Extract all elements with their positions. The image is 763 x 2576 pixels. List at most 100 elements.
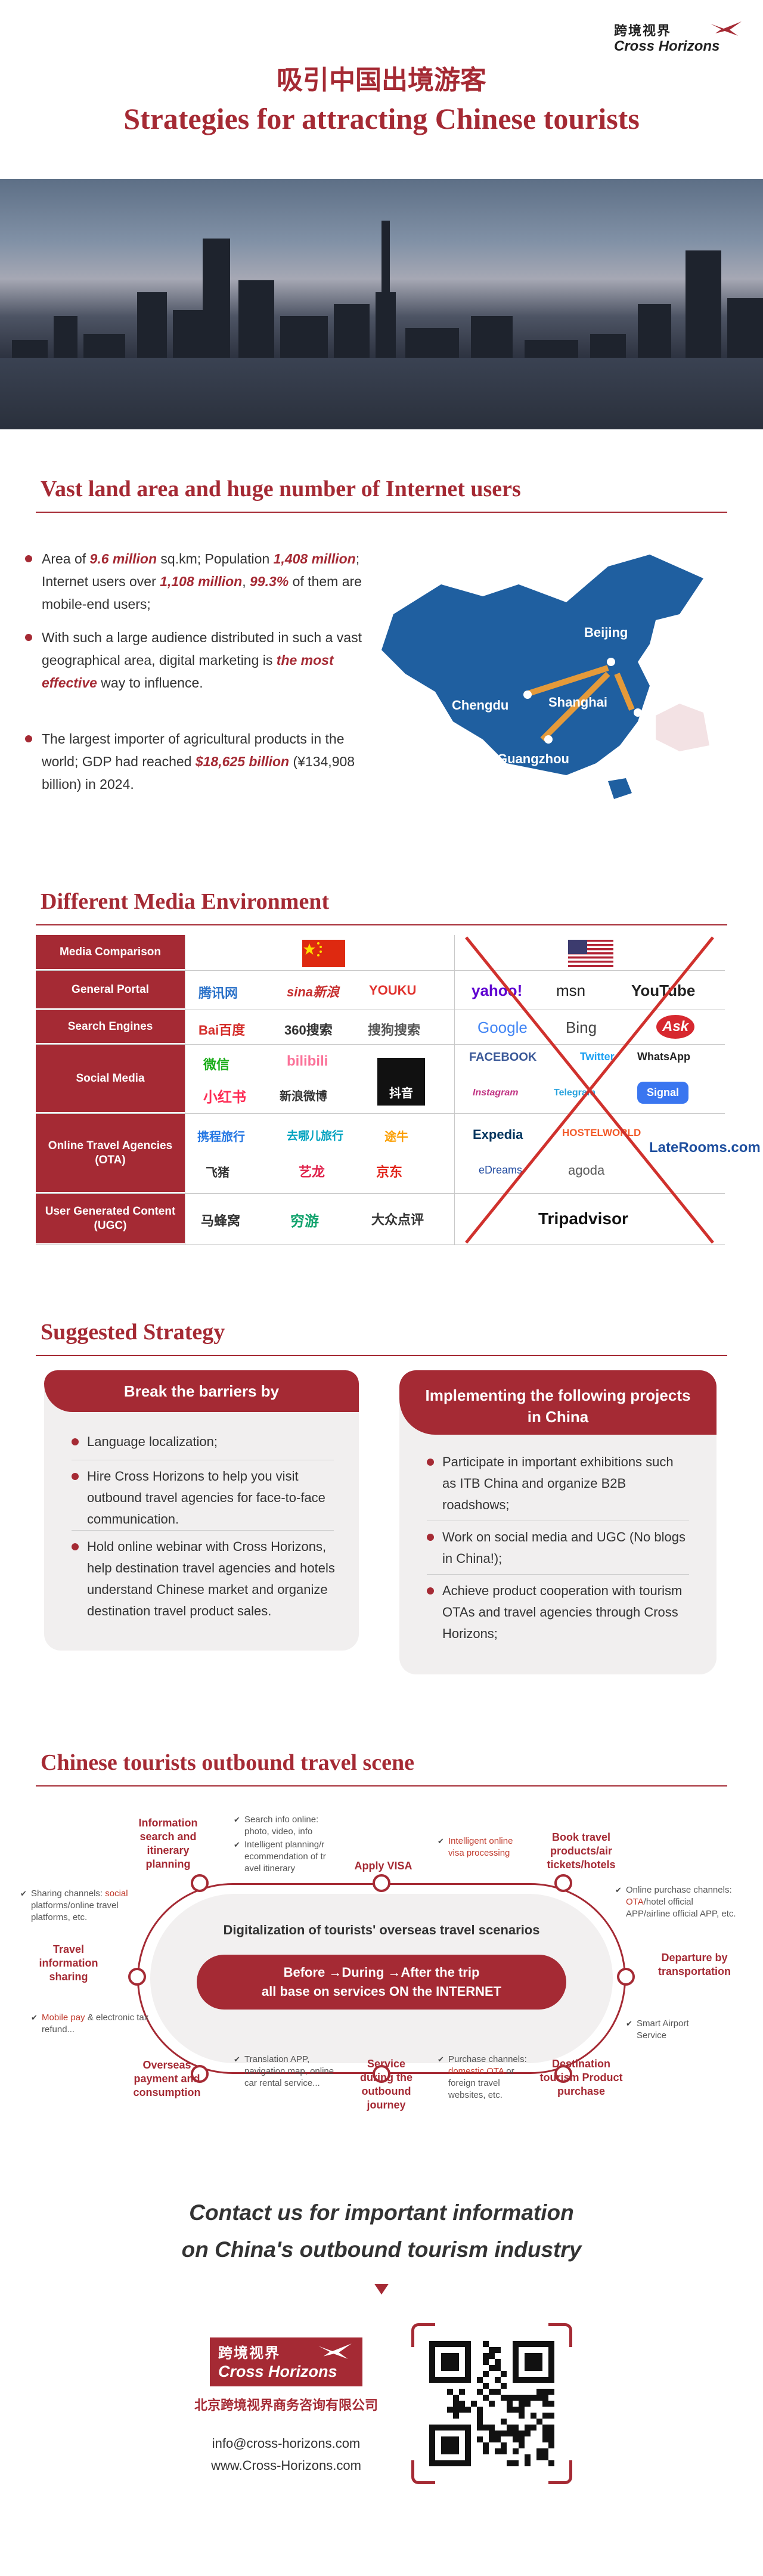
table-row: General Portal 腾讯网 sina新浪 YOUKU yahoo! m… [36, 971, 725, 1010]
tripadvisor-logo: Tripadvisor [538, 1209, 628, 1228]
cross-out-mark [465, 936, 714, 1244]
section-title-media: Different Media Environment [41, 889, 330, 914]
brand-logo: 跨境视界 Cross Horizons [614, 19, 745, 61]
scenario-title: Digitalization of tourists' overseas tra… [223, 1922, 540, 1937]
usa-column-header [454, 935, 725, 970]
row-header: General Portal [36, 971, 185, 1010]
stage-info-search: Information search and itinerary plannin… [138, 1817, 198, 1870]
note-info-1: Search info online: photo, video, info [234, 1814, 340, 1838]
table-row: User Generated Content (UGC) 马蜂窝 穷游 大众点评… [36, 1194, 725, 1245]
qr-code[interactable] [429, 2341, 554, 2466]
fact-text: way to influence. [97, 675, 203, 691]
brand-logo-cn: 跨境视界 [614, 24, 672, 39]
fact-text: sq.km; Population [157, 551, 274, 566]
fact-text: The largest importer of agricultural pro… [42, 731, 345, 769]
strategy-card-heading: Break the barriers by [44, 1370, 359, 1412]
weibo-logo: 新浪微博 [280, 1090, 327, 1103]
city-label-shanghai: Shanghai [548, 695, 608, 710]
stage-overseas-payment: Overseas payment and consumption [133, 2059, 201, 2098]
item-divider [427, 1574, 689, 1575]
instagram-logo: Instagram [473, 1088, 519, 1098]
usa-cell: Google Bing Ask [454, 1010, 725, 1044]
fact-bullet-audience: With such a large audience distributed i… [25, 626, 364, 694]
qyer-logo: 穷游 [290, 1213, 319, 1230]
strategy-item: Hold online webinar with Cross Horizons,… [72, 1536, 337, 1622]
mafengwo-logo: 马蜂窝 [201, 1213, 241, 1228]
internet-services-pill: Before →During →After the trip all base … [197, 1955, 566, 2010]
fact-text: Area of [42, 551, 90, 566]
whatsapp-logo: WhatsApp [637, 1051, 690, 1063]
fact-text: ; Internet users over [42, 551, 360, 589]
contact-logo: 跨境视界 Cross Horizons [210, 2337, 362, 2386]
signal-logo: Signal [637, 1082, 689, 1104]
note-highlight: domestic OTA [448, 2066, 504, 2076]
contact-logo-en: Cross Horizons [218, 2363, 337, 2380]
contact-heading: Contact us for important information on … [0, 2194, 763, 2268]
fact-bullet-area: Area of 9.6 million sq.km; Population 1,… [25, 547, 364, 615]
item-divider [72, 1530, 334, 1531]
youtube-logo: YouTube [631, 982, 696, 999]
china-column-header [185, 935, 454, 970]
youku-logo: YOUKU [369, 983, 417, 998]
note-text: platforms/online travel platforms, etc. [31, 1900, 119, 1922]
elong-logo: 艺龙 [299, 1165, 325, 1179]
pill-line-1: Before →During →After the trip [283, 1965, 480, 1980]
usa-cell: yahoo! msn YouTube [454, 971, 725, 1010]
google-logo: Google [477, 1018, 528, 1036]
contact-line-2: on China's outbound tourism industry [181, 2237, 582, 2262]
contact-line-1: Contact us for important information [189, 2200, 574, 2225]
highlight-figure: 9.6 million [89, 551, 157, 566]
bird-icon [711, 21, 742, 36]
twitter-logo: Twitter [580, 1051, 615, 1063]
edreams-logo: eDreams [479, 1164, 523, 1176]
stage-book-travel: Book travel products/air tickets/hotels [547, 1831, 616, 1871]
fact-text: of them are mobile-end users; [42, 574, 362, 612]
media-comparison-table: Media Comparison General Portal 腾讯网 sina… [36, 935, 761, 1256]
note-text: or foreign travel websites, etc. [448, 2066, 514, 2100]
bilibili-logo: bilibili [287, 1053, 328, 1069]
stage-destination-purchase: Destination tourism Product purchase [539, 2058, 623, 2097]
contact-website[interactable]: www.Cross-Horizons.com [211, 2458, 361, 2473]
contact-email[interactable]: info@cross-horizons.com [212, 2436, 361, 2451]
company-name-cn: 北京跨境视界商务咨询有限公司 [194, 2398, 378, 2413]
section-divider [36, 1785, 727, 1787]
stage-node [554, 2065, 572, 2083]
row-header: Online Travel Agencies (OTA) [36, 1114, 185, 1193]
ask-logo: Ask [656, 1015, 695, 1039]
china-cell: 腾讯网 sina新浪 YOUKU [185, 971, 454, 1010]
note-highlight: social [105, 1888, 128, 1899]
sogou-logo: 搜狗搜索 [368, 1023, 421, 1038]
section-title-internet: Vast land area and huge number of Intern… [41, 476, 521, 501]
laterooms-logo: LateRooms.com [649, 1140, 761, 1156]
china-cell: Bai百度 360搜索 搜狗搜索 [185, 1010, 454, 1044]
china-cell: 马蜂窝 穷游 大众点评 [185, 1194, 454, 1244]
section-divider [36, 512, 727, 513]
stage-node [191, 2065, 209, 2083]
row-header: Search Engines [36, 1010, 185, 1044]
arrow-down-icon [374, 2284, 389, 2295]
china-cell: 微信 bilibili 小红书 新浪微博 抖音 [185, 1045, 454, 1113]
note-visa: Intelligent online visa processing [438, 1835, 520, 1859]
stage-node [373, 1874, 390, 1892]
note-text: Purchase channels: [448, 2054, 527, 2064]
msn-logo: msn [556, 982, 586, 999]
note-info-2: Intelligent planning/r ecommendation of … [234, 1839, 340, 1875]
page-title-cn: 吸引中国出境游客 [277, 65, 486, 95]
china-flag-icon [302, 940, 345, 967]
highlight-figure: 99.3% [250, 574, 289, 589]
stage-node [191, 1874, 209, 1892]
section-title-strategy: Suggested Strategy [41, 1320, 225, 1345]
qunar-logo: 去哪儿旅行 [287, 1130, 344, 1143]
note-dest: Purchase channels: domestic OTA or forei… [438, 2054, 532, 2101]
tencent-logo: 腾讯网 [198, 986, 238, 1001]
strategy-item: Language localization; [72, 1431, 337, 1453]
city-label-beijing: Beijing [584, 625, 628, 640]
stage-info-sharing: Travel information sharing [39, 1943, 98, 1983]
china-cell: 携程旅行 去哪儿旅行 途牛 飞猪 艺龙 京东 [185, 1114, 454, 1193]
stage-outbound-service: Service during the outbound journey [360, 2058, 412, 2111]
note-highlight: Mobile pay [42, 2012, 85, 2023]
row-header: Media Comparison [36, 935, 185, 970]
table-row: Media Comparison [36, 935, 725, 971]
highlight-figure: the most effective [42, 652, 334, 691]
usa-cell: Expedia HOSTELWORLD LateRooms.com eDream… [454, 1114, 761, 1193]
